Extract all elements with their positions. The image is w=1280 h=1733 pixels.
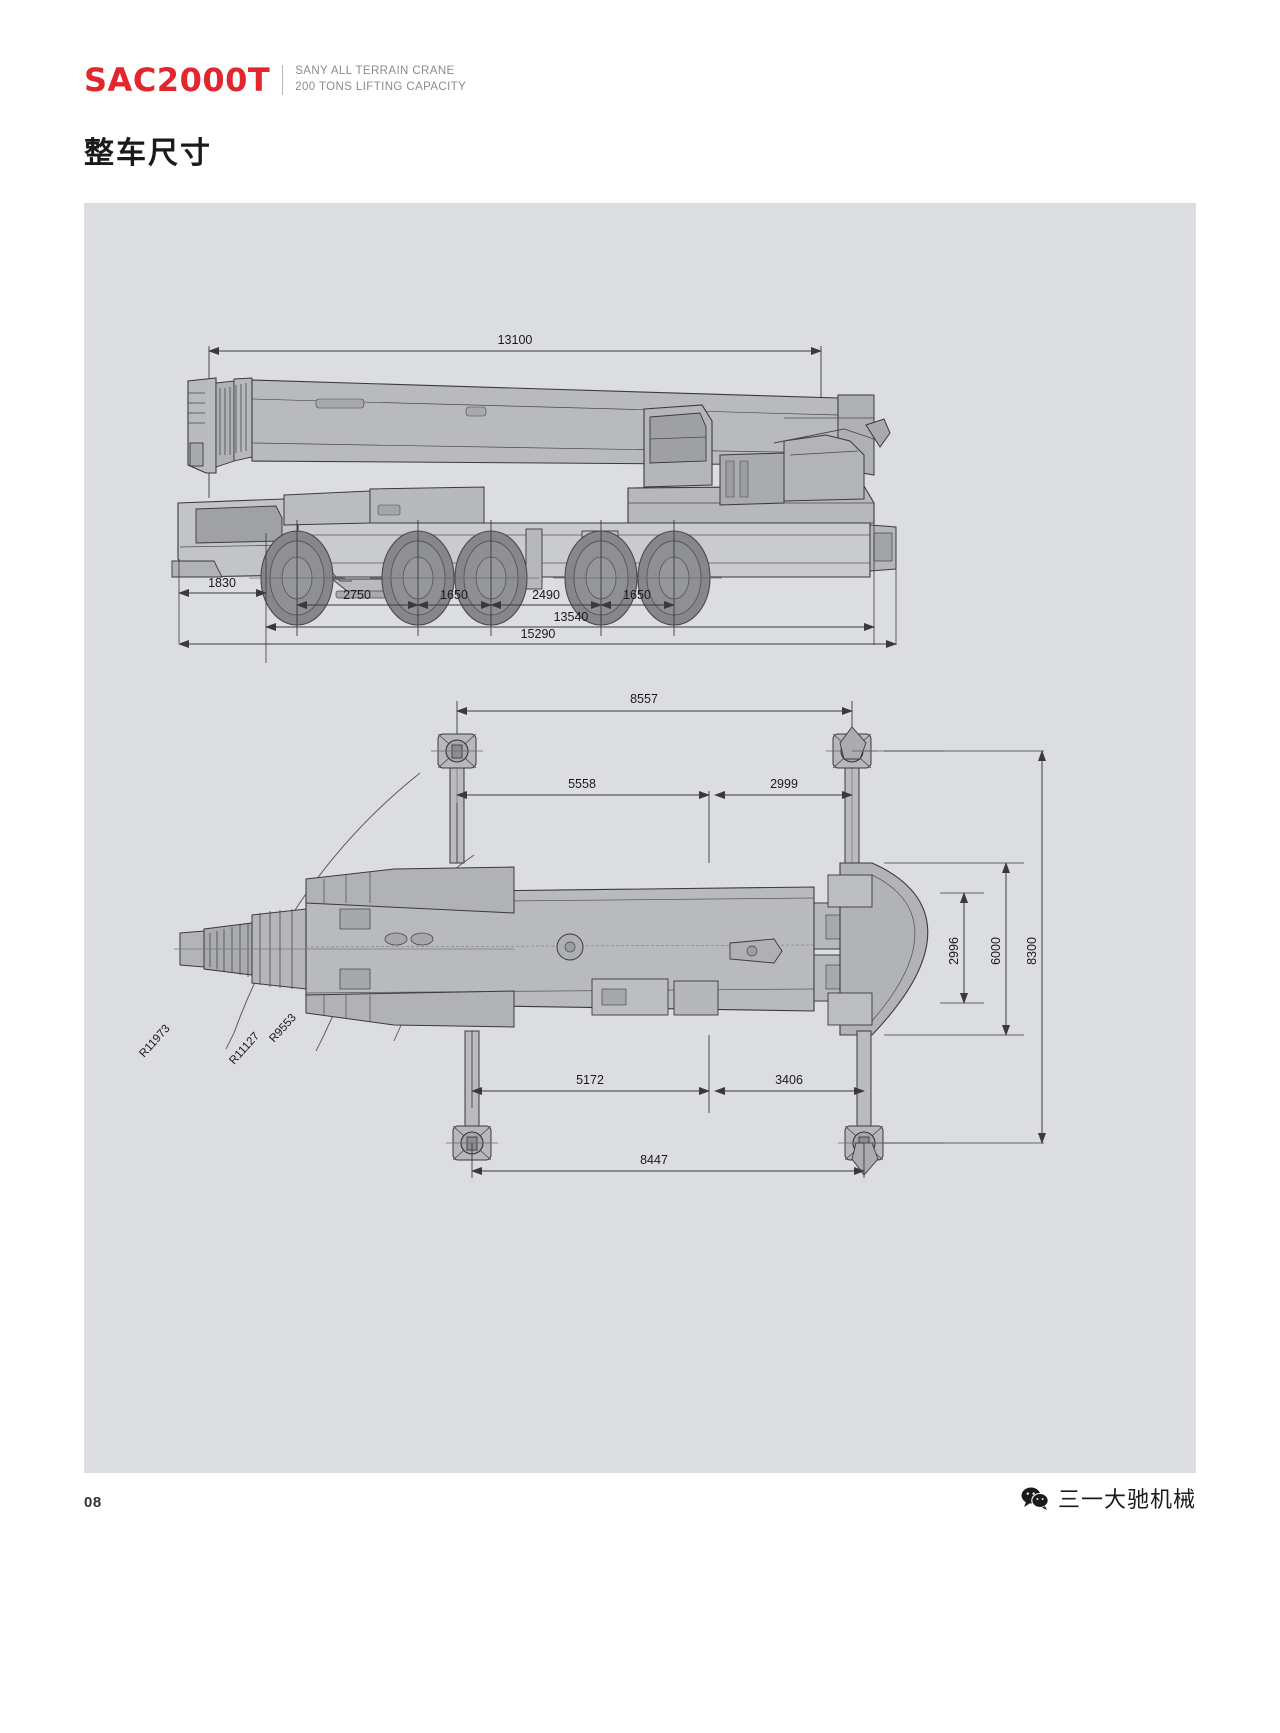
dim-label-R11973: R11973 — [137, 1023, 172, 1060]
rear-outriggers — [445, 1030, 944, 1176]
brand-header: SAC2000T SANY ALL TERRAIN CRANE 200 TONS… — [84, 60, 466, 100]
dim-label-3406: 3406 — [775, 1073, 803, 1087]
page-title: 整车尺寸 — [84, 136, 212, 171]
dim-13540: 13540 — [265, 610, 875, 631]
dim-label-8557: 8557 — [630, 692, 658, 706]
dim-8557: 8557 — [456, 692, 853, 755]
dim-label-8300: 8300 — [1025, 937, 1039, 965]
dim-axle-spacings: 2750 1650 2490 1650 — [296, 588, 675, 609]
product-model: SAC2000T — [84, 61, 271, 99]
dim-label-5172: 5172 — [576, 1073, 604, 1087]
dim-label-5558: 5558 — [568, 777, 596, 791]
dim-widths: 2996 6000 8300 — [884, 750, 1046, 1144]
dim-label-1650-a: 1650 — [440, 588, 468, 602]
technical-drawing: 13100 — [137, 333, 1046, 1178]
wechat-icon — [1021, 1486, 1049, 1510]
dim-label-2996: 2996 — [947, 937, 961, 965]
tagline-line-2: 200 TONS LIFTING CAPACITY — [295, 81, 467, 93]
dim-label-2999: 2999 — [770, 777, 798, 791]
dim-label-2750: 2750 — [343, 588, 371, 602]
tagline-line-1: SANY ALL TERRAIN CRANE — [295, 65, 455, 78]
dim-label-1830: 1830 — [208, 576, 236, 590]
dimension-drawing-panel: 13100 — [84, 203, 1196, 1473]
dim-label-13540: 13540 — [554, 610, 589, 624]
dim-5558-2999: 5558 2999 — [456, 777, 853, 863]
dim-label-R9553: R9553 — [267, 1012, 299, 1045]
dim-15290: 15290 — [178, 627, 897, 648]
plan-view: 8557 R11973 R11127 R9553 — [137, 692, 1046, 1178]
brand-tagline: SANY ALL TERRAIN CRANE 200 TONS LIFTING … — [295, 64, 466, 95]
crane-plan-body — [174, 862, 929, 1036]
swing-radius-labels: R11973 R11127 R9553 — [137, 1012, 299, 1067]
dim-label-8447: 8447 — [640, 1153, 668, 1167]
superstructure — [627, 404, 891, 526]
dim-label-15290: 15290 — [521, 627, 556, 641]
dim-label-2490: 2490 — [532, 588, 560, 602]
dim-5172-3406: 5172 3406 — [471, 1031, 865, 1113]
brand-divider — [282, 65, 284, 95]
dim-label-13100: 13100 — [498, 333, 533, 347]
dim-label-1650-b: 1650 — [623, 588, 651, 602]
side-elevation-view: 13100 — [171, 333, 897, 663]
dim-1830: 1830 — [178, 576, 267, 597]
wechat-badge: 三一大驰机械 — [1021, 1482, 1196, 1514]
wechat-label: 三一大驰机械 — [1057, 1488, 1196, 1513]
page-number: 08 — [84, 1494, 102, 1511]
dim-8447: 8447 — [471, 1143, 865, 1178]
dim-label-6000: 6000 — [989, 937, 1003, 965]
